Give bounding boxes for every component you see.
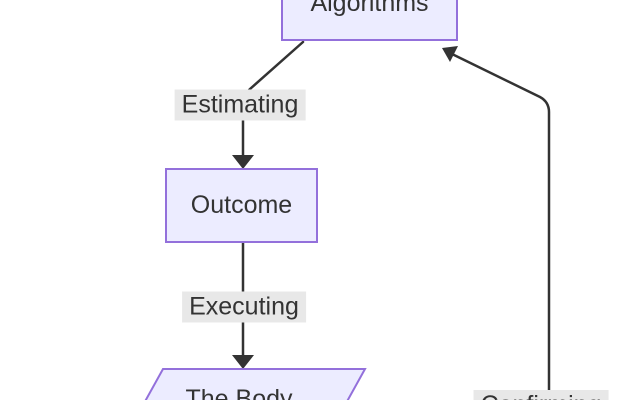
node-the-body-shape <box>144 368 367 400</box>
edge-label-executing: Executing <box>182 291 306 323</box>
arrowhead-into-the-body-icon <box>232 355 254 369</box>
node-outcome: Outcome <box>165 168 318 243</box>
arrowhead-into-outcome-icon <box>232 155 254 169</box>
node-algorithms: Algorithms <box>281 0 458 41</box>
arrowhead-into-algorithms-icon <box>442 46 458 62</box>
edge-label-confirming: Confirming <box>473 390 609 400</box>
node-the-body-label: The Body <box>185 385 293 400</box>
node-algorithms-label: Algorithms <box>310 0 429 17</box>
edge-the-body-algorithms <box>450 52 551 400</box>
edge-label-estimating: Estimating <box>174 89 306 121</box>
node-outcome-label: Outcome <box>190 191 293 219</box>
